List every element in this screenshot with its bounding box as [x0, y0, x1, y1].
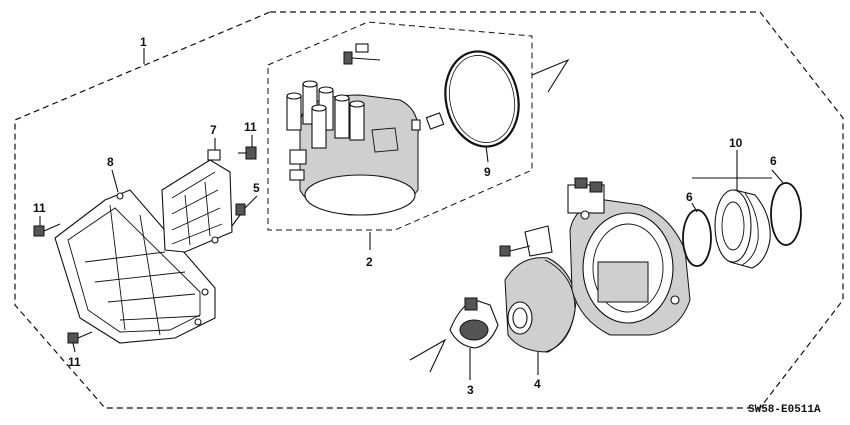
rotor-part — [449, 297, 499, 349]
small-clip — [499, 225, 553, 257]
cap-screw — [343, 43, 381, 65]
view-mark-upper — [531, 58, 570, 93]
label-part-11-upper: 11 — [244, 120, 257, 134]
o-ring-part-9 — [444, 50, 520, 148]
label-part-6-right: 6 — [770, 154, 777, 168]
bolt-part-11-left — [33, 223, 61, 237]
cap-group-boundary — [267, 21, 533, 231]
label-part-11-lower: 11 — [68, 355, 81, 369]
bearing-part-10 — [714, 189, 771, 269]
bolt-part-11-upper — [238, 146, 257, 160]
label-part-9: 9 — [484, 165, 491, 179]
seal-part-6-right — [770, 182, 802, 246]
label-part-3: 3 — [467, 383, 474, 397]
seal-part-6-left — [682, 209, 712, 267]
label-part-10: 10 — [729, 136, 743, 150]
label-part-7: 7 — [210, 123, 217, 137]
o-ring-inner — [448, 55, 516, 143]
cap-small-parts — [411, 112, 445, 131]
distributor-housing — [567, 177, 691, 336]
label-part-8: 8 — [107, 155, 114, 169]
rotor-cover-part — [504, 257, 577, 353]
leader-lines — [39, 48, 785, 380]
bracket-part — [161, 149, 233, 253]
label-part-2: 2 — [366, 255, 373, 269]
assembly-boundary — [14, 11, 844, 409]
bolt-part-11-lower — [67, 331, 93, 344]
label-part-11-left: 11 — [33, 201, 46, 215]
diagram-code: SW58-E0511A — [748, 404, 821, 416]
screw-part-5 — [231, 203, 246, 227]
label-part-1: 1 — [140, 35, 147, 49]
label-part-6-left: 6 — [686, 190, 693, 204]
distributor-cap-part — [286, 80, 419, 216]
label-part-4: 4 — [534, 377, 541, 391]
view-mark-lower — [409, 338, 447, 373]
lower-shield-part — [54, 189, 216, 344]
label-part-5: 5 — [253, 181, 260, 195]
